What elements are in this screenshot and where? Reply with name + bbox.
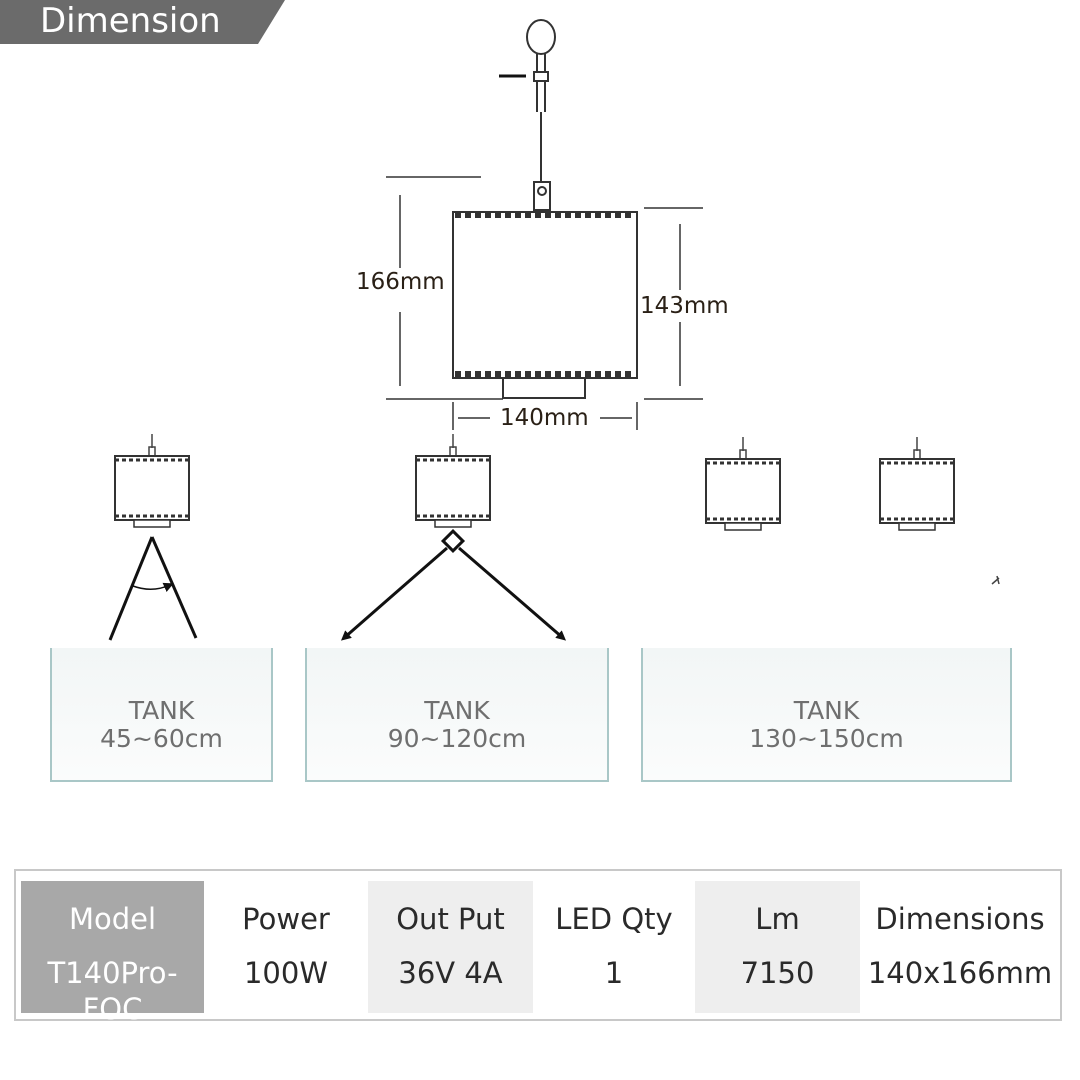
spec-dimensions-value: 140x166mm: [867, 956, 1053, 990]
spec-output: Out Put 36V 4A: [368, 881, 533, 1013]
spec-output-value: 36V 4A: [398, 956, 503, 990]
lamp-body: [452, 211, 638, 399]
dimension-lines: [386, 176, 703, 430]
mini-lamp-1: [113, 432, 191, 529]
spec-power-header: Power: [242, 902, 330, 936]
height-total-label: 166mm: [356, 269, 445, 295]
spec-power-value: 100W: [243, 956, 329, 990]
spec-led-qty: LED Qty 1: [533, 881, 695, 1013]
spec-table: Model T140Pro-FOC Power 100W Out Put 36V…: [14, 869, 1062, 1026]
spec-model-header: Model: [68, 902, 157, 936]
tank-large: TANK 130~150cm: [641, 648, 1012, 782]
spec-output-header: Out Put: [396, 902, 505, 936]
spec-led-qty-header: LED Qty: [555, 902, 673, 936]
tank-medium-label: TANK: [424, 696, 490, 725]
spec-lumen-value: 7150: [740, 956, 815, 990]
tank-small-label: TANK: [128, 696, 195, 725]
tank-small: TANK 45~60cm: [50, 648, 273, 782]
spec-dimensions-header: Dimensions: [875, 902, 1045, 936]
height-body-label: 143mm: [640, 293, 729, 319]
spec-lumen-header: Lm: [755, 902, 800, 936]
tank-large-label: TANK: [793, 696, 860, 725]
spec-model: Model T140Pro-FOC: [21, 881, 204, 1026]
spec-dimensions: Dimensions 140x166mm: [860, 881, 1060, 1013]
tank-small-range: 45~60cm: [100, 724, 223, 753]
tank-large-range: 130~150cm: [749, 724, 904, 753]
banner-background: [0, 0, 285, 44]
mini-lamp-3: [704, 435, 782, 532]
small-mark: [991, 575, 1000, 585]
mini-lamp-2: [414, 432, 492, 529]
beam-angle-2: [340, 528, 567, 641]
tank-medium-range: 90~120cm: [387, 724, 527, 753]
spec-lumen: Lm 7150: [695, 881, 860, 1013]
spec-model-value: T140Pro-FOC: [47, 956, 178, 1026]
spec-led-qty-value: 1: [604, 956, 624, 990]
tank-medium: TANK 90~120cm: [305, 648, 609, 782]
mini-lamp-4: [878, 435, 956, 532]
width-label: 140mm: [500, 405, 589, 431]
banner-title: Dimension: [40, 1, 221, 41]
lamp-hanger: [499, 19, 556, 211]
spec-power: Power 100W: [204, 881, 368, 1013]
beam-angle-1: [108, 536, 198, 641]
